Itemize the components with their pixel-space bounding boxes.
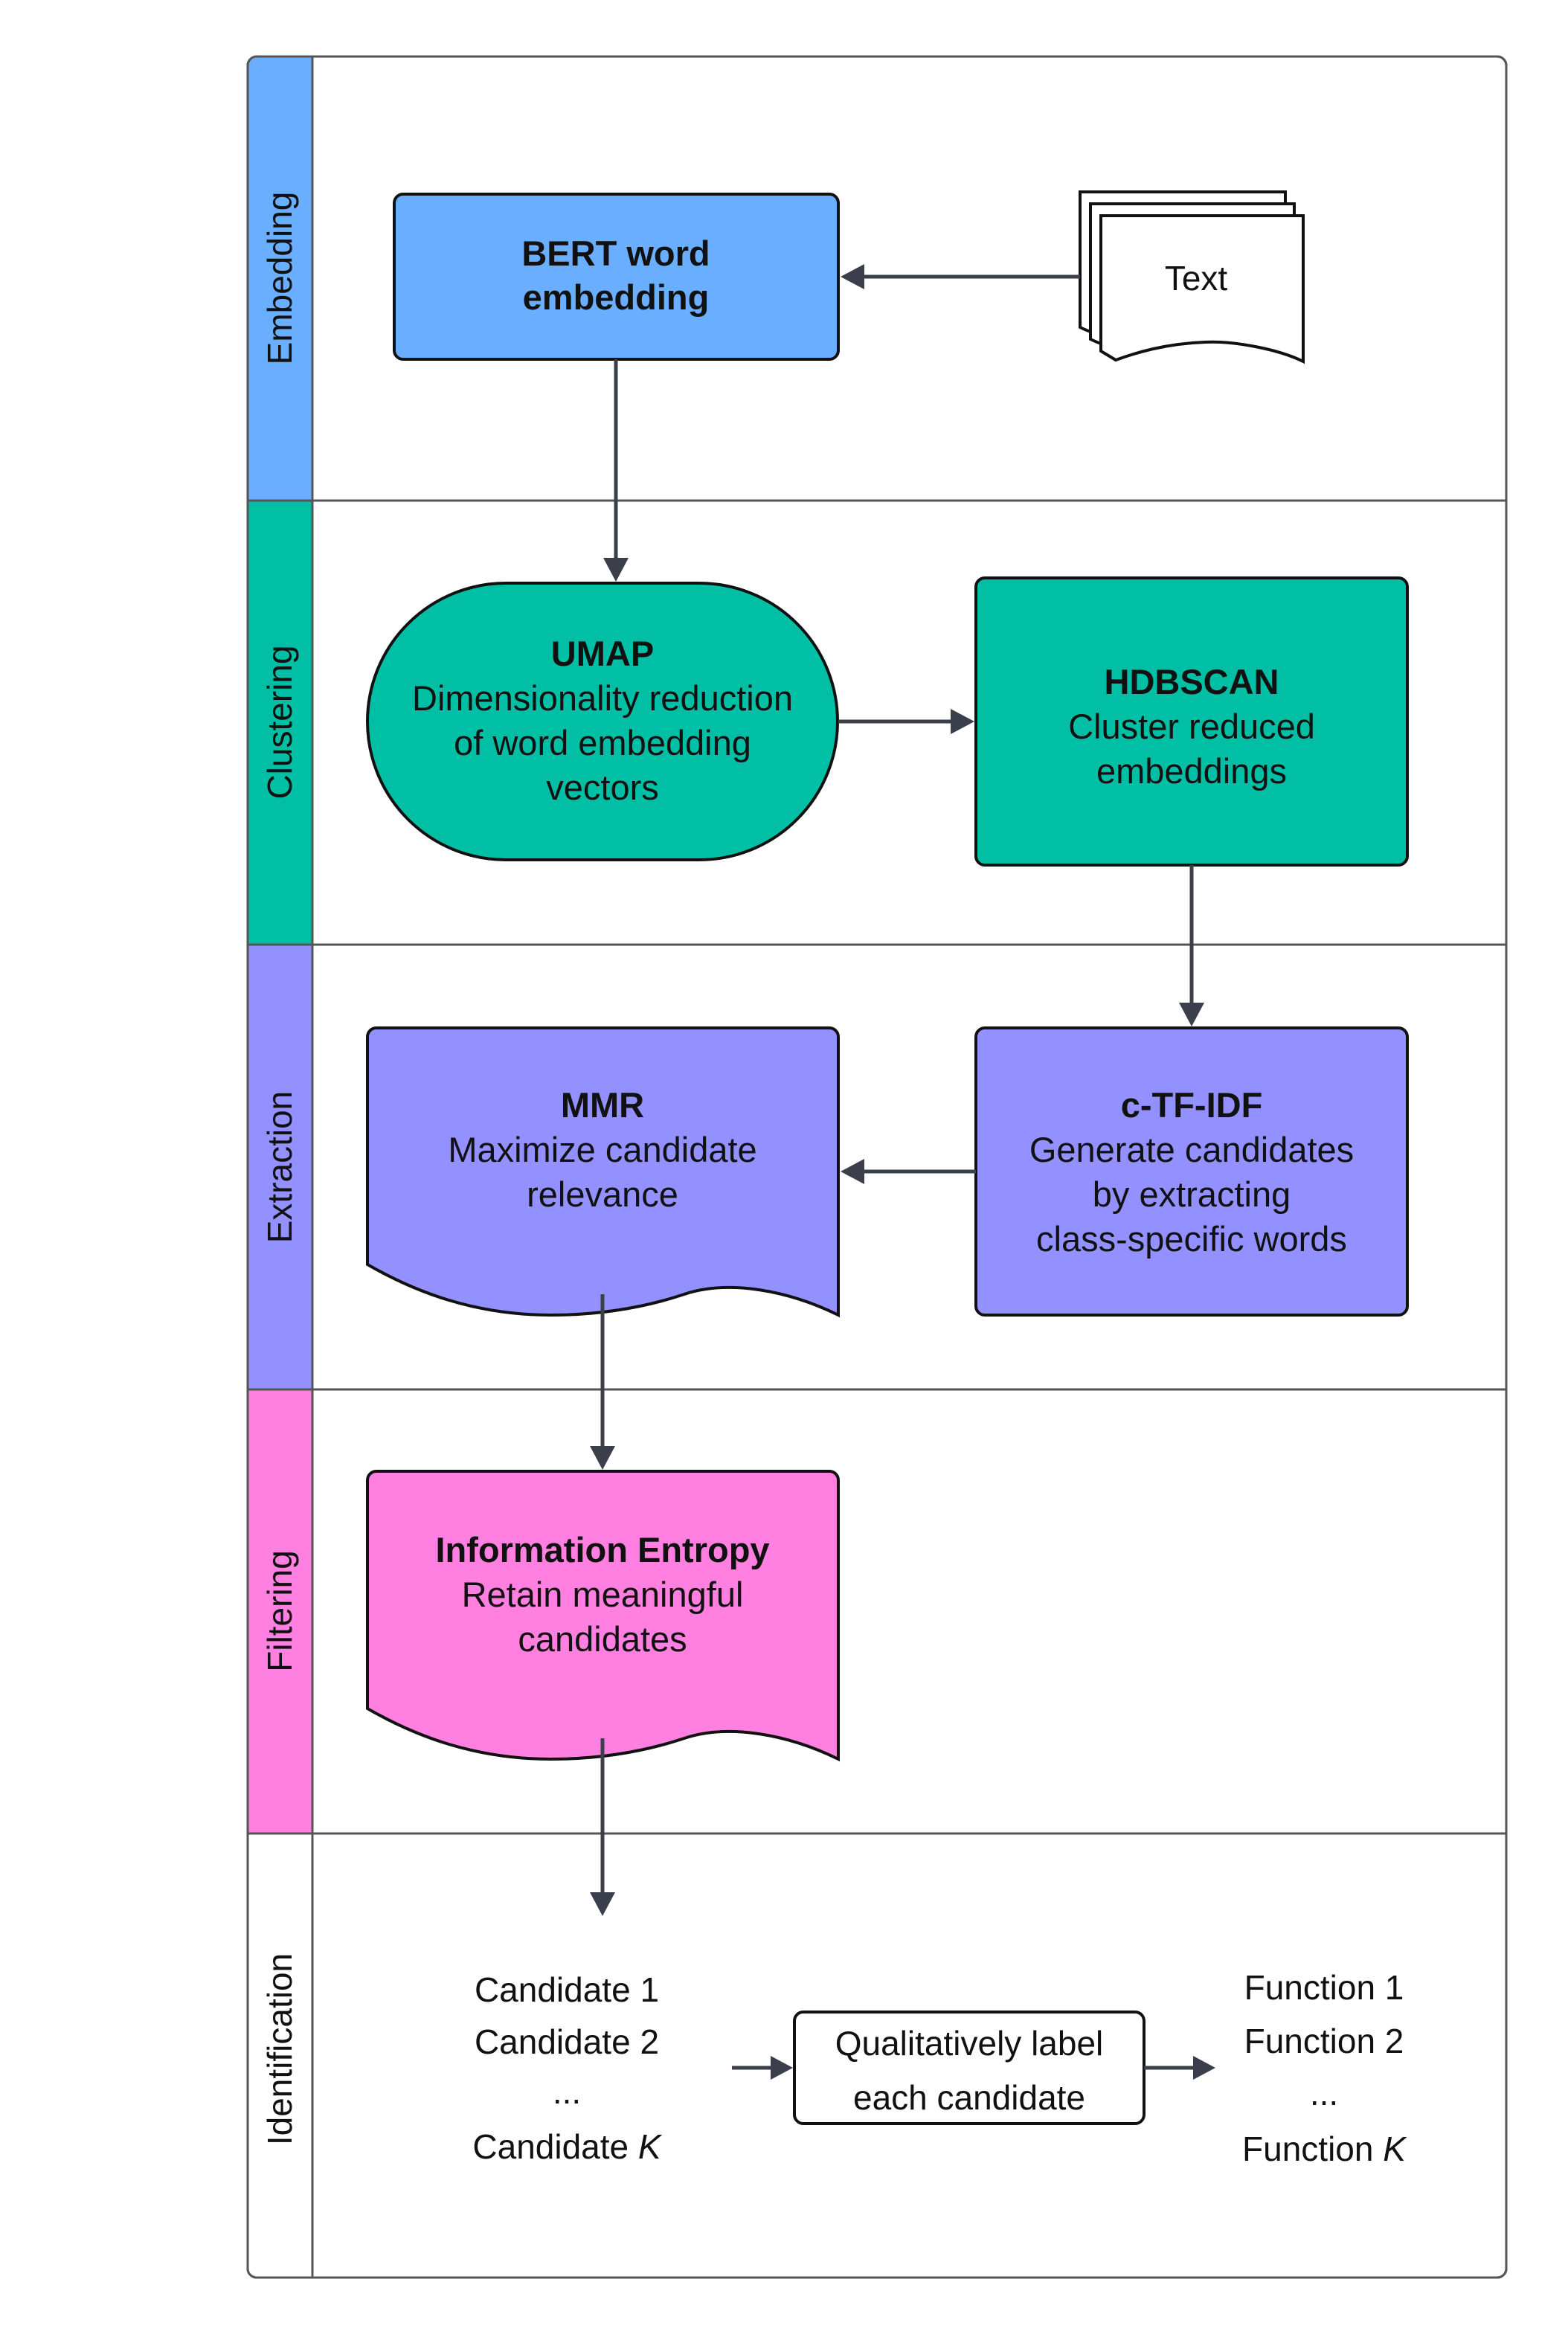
candidate-item-k-prefix: Candidate (472, 2127, 638, 2166)
function-item-k-prefix: Function (1242, 2130, 1383, 2168)
lane-bar-filtering (248, 1389, 312, 1833)
edge-hdbscan-to-ctfidf-head (1179, 1003, 1204, 1026)
function-item-2: Function 2 (1244, 2022, 1404, 2060)
umap-node-line2: of word embedding (454, 723, 751, 762)
ctfidf-node-title: c-TF-IDF (1121, 1085, 1263, 1125)
entropy-node-title: Information Entropy (435, 1530, 769, 1569)
edge-label-to-functions-head (1193, 2056, 1215, 2080)
hdbscan-node-line1: Cluster reduced (1068, 707, 1315, 746)
lane-label-clustering: Clustering (260, 645, 299, 799)
lane-label-extraction: Extraction (260, 1091, 299, 1244)
edge-candidates-to-label-head (771, 2056, 793, 2080)
edge-umap-to-hdbscan-head (951, 709, 974, 734)
lane-label-embedding: Embedding (260, 192, 299, 365)
candidate-item-ellipsis: ... (553, 2072, 581, 2111)
lane-label-filtering: Filtering (260, 1550, 299, 1672)
candidate-item-k: Candidate K (472, 2127, 663, 2166)
entropy-node-line1: Retain meaningful (462, 1575, 744, 1614)
ctfidf-node-line3: class-specific words (1036, 1219, 1347, 1259)
hdbscan-node-line2: embeddings (1096, 751, 1287, 791)
mmr-node (366, 1026, 840, 1318)
edge-mmr-to-entropy-head (590, 1446, 615, 1470)
umap-node-line3: vectors (546, 768, 659, 807)
ctfidf-node-line1: Generate candidates (1029, 1130, 1354, 1169)
edge-ctfidf-to-mmr-head (841, 1159, 864, 1184)
edge-bert-to-umap-head (603, 558, 629, 582)
text-documents-label: Text (1165, 259, 1228, 298)
label-node-line1: Qualitatively label (835, 2024, 1104, 2063)
function-item-1: Function 1 (1244, 1968, 1404, 2007)
function-list: Function 1 Function 2 ... Function K (1242, 1968, 1407, 2168)
text-documents: Text (1079, 190, 1305, 364)
edge-text-to-bert-head (841, 264, 864, 289)
umap-node-line1: Dimensionality reduction (412, 678, 793, 718)
ctfidf-node-line2: by extracting (1093, 1174, 1291, 1214)
candidate-item-k-var: K (638, 2127, 663, 2166)
lane-bar-embedding (248, 57, 312, 501)
mmr-node-line1: Maximize candidate (448, 1130, 756, 1169)
function-item-k-var: K (1383, 2130, 1407, 2168)
bert-node (393, 193, 840, 361)
entropy-node (366, 1470, 840, 1762)
lane-bar-extraction (248, 945, 312, 1389)
candidate-list: Candidate 1 Candidate 2 ... Candidate K (472, 1970, 663, 2166)
candidate-item-1: Candidate 1 (475, 1970, 659, 2009)
edge-entropy-to-candidates-head (590, 1892, 615, 1916)
function-item-ellipsis: ... (1310, 2074, 1338, 2112)
umap-node-title: UMAP (551, 634, 654, 673)
label-node-line2: each candidate (853, 2078, 1085, 2117)
bert-node-title-2: embedding (523, 277, 710, 317)
lane-label-identification: Identification (260, 1953, 299, 2145)
function-item-k: Function K (1242, 2130, 1407, 2168)
mmr-node-line2: relevance (527, 1174, 678, 1214)
entropy-node-line2: candidates (518, 1619, 687, 1659)
ctfidf-node (974, 1026, 1409, 1317)
mmr-node-title: MMR (561, 1085, 644, 1125)
lane-bar-identification (248, 1833, 312, 2278)
bert-node-title: BERT word (521, 234, 710, 273)
candidate-item-2: Candidate 2 (475, 2022, 659, 2061)
umap-node (366, 582, 839, 861)
lane-bar-clustering (248, 501, 312, 945)
hdbscan-node-title: HDBSCAN (1105, 662, 1279, 701)
